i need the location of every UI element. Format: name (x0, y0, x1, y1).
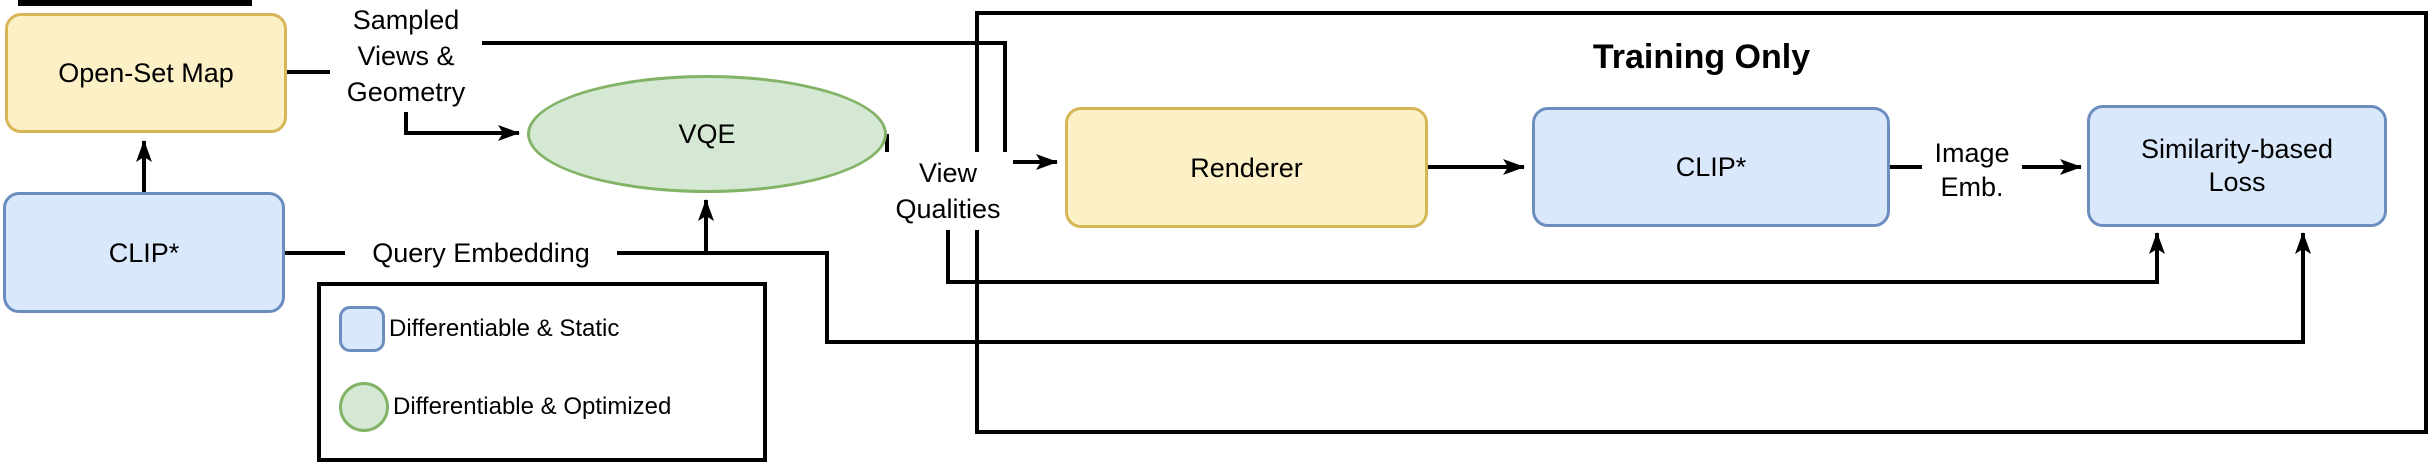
node-vqe: VQE (527, 75, 887, 193)
node-clip-right: CLIP* (1532, 107, 1890, 227)
node-clip-right-label: CLIP* (1675, 152, 1747, 182)
node-clip-left-label: CLIP* (108, 237, 180, 268)
edge-view-qualities-to-loss (946, 228, 2165, 284)
node-similarity-loss: Similarity-based Loss (2087, 105, 2387, 227)
edge-label-query-embedding: Query Embedding (345, 236, 617, 270)
node-vqe-label: VQE (678, 119, 736, 149)
node-open-set-map-label: Open-Set Map (58, 58, 234, 88)
edge-label-image-emb: Image Emb. (1922, 134, 2022, 206)
node-renderer-label: Renderer (1190, 152, 1303, 183)
edge-label-sampled-views: Sampled Views & Geometry (330, 0, 482, 112)
top-left-bar (18, 0, 252, 6)
edge-sampled-to-renderer (480, 41, 1058, 170)
edge-query-embedding-to-loss (285, 232, 2311, 344)
legend-box: Differentiable & Static Differentiable &… (317, 282, 767, 462)
legend-item-optimized: Differentiable & Optimized (339, 382, 671, 432)
green-circle-swatch (339, 382, 389, 432)
edge-sampled-to-vqe (404, 112, 520, 141)
node-similarity-loss-label: Similarity-based Loss (2140, 134, 2334, 197)
node-renderer: Renderer (1065, 107, 1428, 228)
legend-item-static-label: Differentiable & Static (389, 315, 620, 342)
legend-item-optimized-label: Differentiable & Optimized (393, 393, 672, 420)
edge-label-view-qualities: View Qualities (883, 152, 1013, 230)
node-clip-left: CLIP* (3, 192, 285, 313)
legend-item-static: Differentiable & Static (339, 306, 619, 352)
training-only-title: Training Only (1592, 38, 1811, 76)
node-open-set-map: Open-Set Map (5, 13, 287, 133)
blue-square-swatch (339, 306, 385, 352)
